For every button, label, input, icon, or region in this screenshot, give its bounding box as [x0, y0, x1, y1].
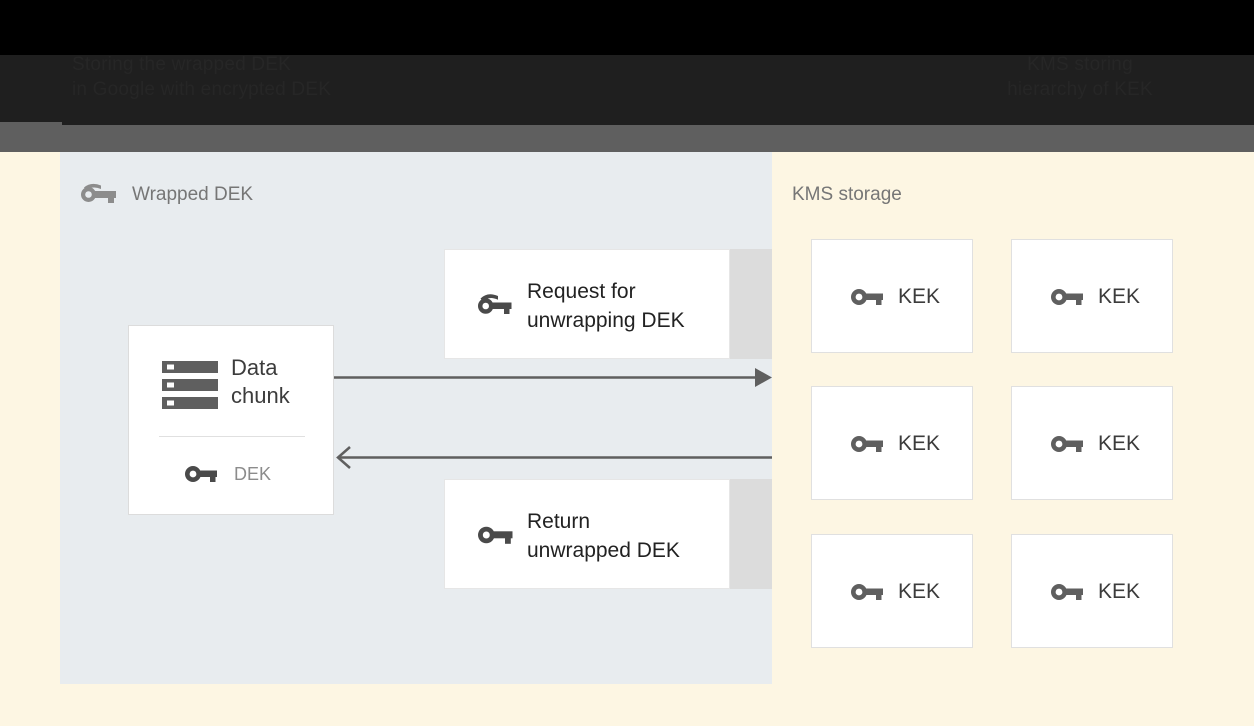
key-icon — [1050, 432, 1084, 456]
kek-card[interactable]: KEK — [1011, 534, 1173, 648]
header-gray-notch — [0, 122, 62, 125]
kek-label: KEK — [1098, 580, 1141, 603]
wrapped-key-icon — [477, 289, 515, 319]
panel-title-kms-storage: KMS storage — [792, 184, 902, 205]
kek-label: KEK — [1098, 432, 1141, 455]
kek-label: KEK — [898, 285, 941, 308]
key-icon — [477, 520, 515, 550]
request-unwrap-text: Request for unwrapping DEK — [527, 280, 685, 332]
data-chunk-dek-label: DEK — [234, 464, 272, 484]
request-card-strip — [730, 249, 772, 359]
wrapped-key-icon — [79, 180, 119, 210]
return-card-strip — [730, 479, 772, 589]
header-gray-divider-band — [0, 125, 1254, 152]
header-left-caption: Storing the wrapped DEK in Google with e… — [72, 54, 332, 100]
header-band — [0, 0, 1254, 125]
return-unwrapped-text: Return unwrapped DEK — [527, 510, 680, 562]
kek-card[interactable]: KEK — [811, 534, 973, 648]
kek-card[interactable]: KEK — [1011, 386, 1173, 500]
header-right-caption: KMS storing hierarchy of KEK — [1007, 54, 1153, 100]
key-icon — [850, 580, 884, 604]
key-icon — [184, 462, 218, 486]
kek-card[interactable]: KEK — [1011, 239, 1173, 353]
kek-card[interactable]: KEK — [811, 239, 973, 353]
data-chunk-title: Data chunk — [231, 355, 290, 408]
kek-label: KEK — [1098, 285, 1141, 308]
data-chunk-divider — [159, 436, 305, 437]
data-chunk-card[interactable]: Data chunk DEK — [128, 325, 334, 515]
request-unwrap-card[interactable]: Request for unwrapping DEK — [444, 249, 730, 359]
kek-card[interactable]: KEK — [811, 386, 973, 500]
header-inner-band — [0, 55, 1254, 125]
kek-label: KEK — [898, 580, 941, 603]
storage-stack-icon — [162, 359, 218, 411]
key-icon — [1050, 580, 1084, 604]
key-icon — [850, 285, 884, 309]
key-icon — [850, 432, 884, 456]
return-unwrapped-card[interactable]: Return unwrapped DEK — [444, 479, 730, 589]
kek-label: KEK — [898, 432, 941, 455]
panel-title-wrapped-dek: Wrapped DEK — [132, 184, 254, 205]
key-icon — [1050, 285, 1084, 309]
